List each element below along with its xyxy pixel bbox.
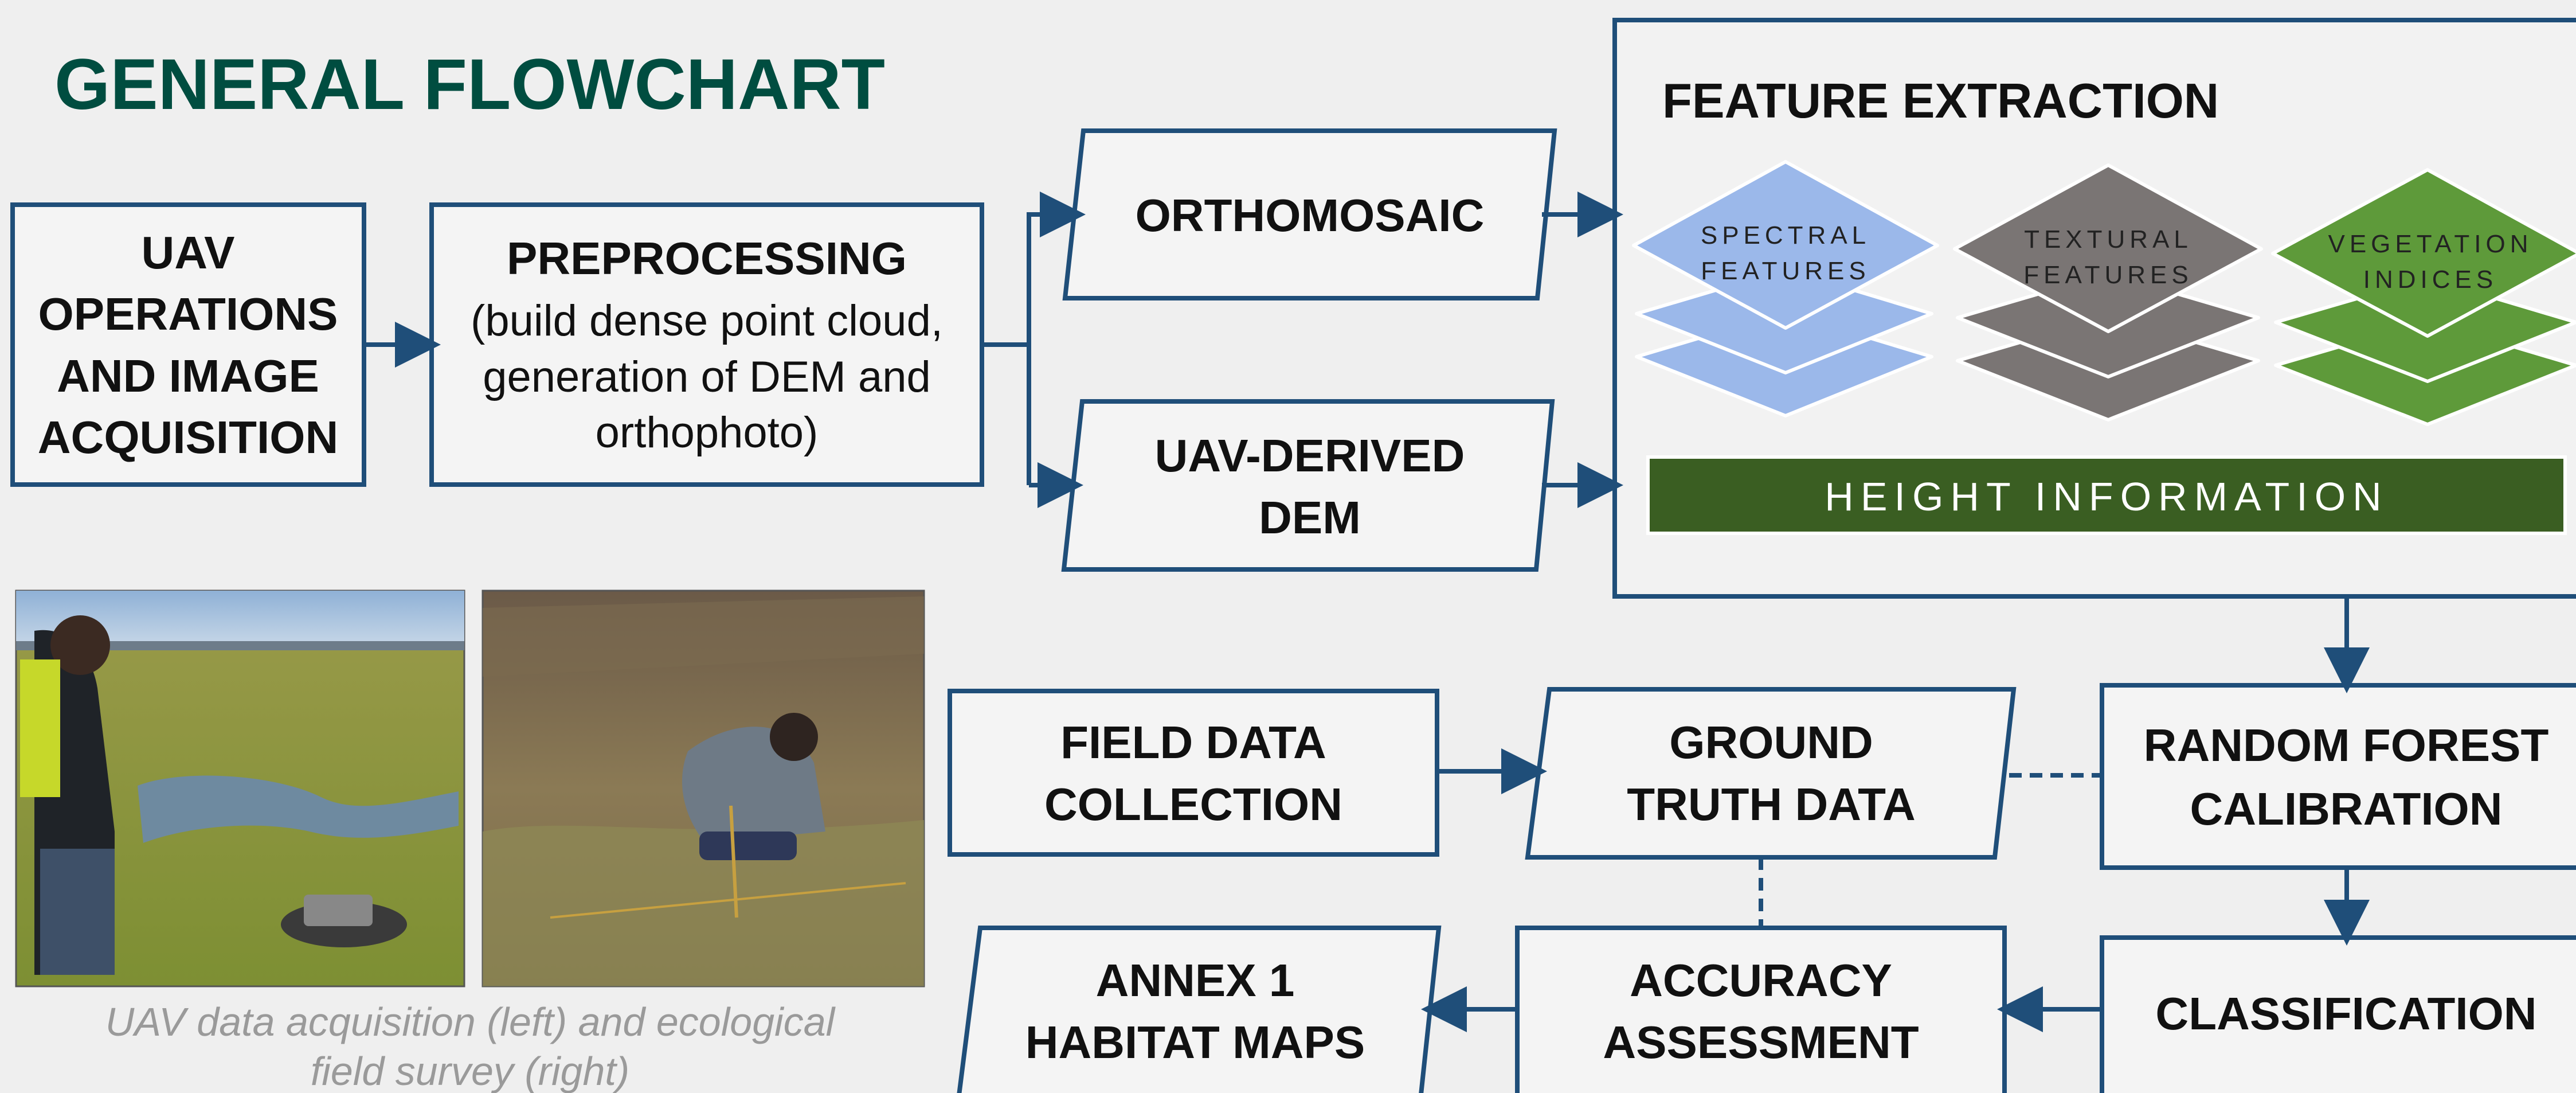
uav-operations-node: UAV OPERATIONS AND IMAGE ACQUISITION: [10, 202, 366, 487]
field-data-line-2: COLLECTION: [1044, 779, 1342, 830]
spectral-line-1: SPECTRAL: [1701, 221, 1870, 249]
annex-line-2: HABITAT MAPS: [1025, 1017, 1365, 1068]
preprocessing-line-3: orthophoto): [596, 408, 819, 457]
orthomosaic-node: ORTHOMOSAIC: [1062, 128, 1557, 300]
dem-line-2: DEM: [1259, 492, 1361, 543]
preprocessing-line-2: generation of DEM and: [483, 353, 931, 401]
ground-truth-node: GROUND TRUTH DATA: [1525, 687, 2017, 860]
uav-line-1: UAV: [142, 227, 235, 278]
dem-line-1: UAV-DERIVED: [1155, 430, 1465, 481]
accuracy-line-1: ACCURACY: [1630, 955, 1892, 1006]
vegetation-indices-stack: VEGETATION INDICES: [2271, 168, 2576, 426]
classification-node: CLASSIFICATION: [2100, 935, 2576, 1093]
page-title: GENERAL FLOWCHART: [54, 45, 885, 124]
random-forest-line-2: CALIBRATION: [2190, 783, 2502, 834]
field-data-line-1: FIELD DATA: [1060, 717, 1326, 768]
caption-line-1: UAV data acquisition (left) and ecologic…: [105, 1000, 836, 1044]
classification-label: CLASSIFICATION: [2155, 988, 2536, 1039]
height-information-label: HEIGHT INFORMATION: [1825, 474, 2388, 519]
ground-truth-line-1: GROUND: [1669, 717, 1873, 768]
caption-line-2: field survey (right): [311, 1049, 629, 1093]
spectral-line-2: FEATURES: [1701, 257, 1870, 285]
preprocessing-line-1: (build dense point cloud,: [471, 296, 943, 345]
vegetation-line-2: INDICES: [2363, 266, 2497, 294]
dem-node: UAV-DERIVED DEM: [1061, 399, 1555, 572]
feature-extraction-title: FEATURE EXTRACTION: [1662, 74, 2219, 128]
annex-line-1: ANNEX 1: [1096, 955, 1295, 1006]
random-forest-node: RANDOM FOREST CALIBRATION: [2100, 683, 2576, 870]
preprocessing-node: PREPROCESSING (build dense point cloud, …: [429, 202, 984, 487]
uav-acquisition-photo: [15, 590, 465, 987]
textural-features-stack: TEXTURAL FEATURES: [1953, 163, 2263, 421]
orthomosaic-label: ORTHOMOSAIC: [1136, 190, 1485, 241]
textural-line-2: FEATURES: [2023, 261, 2193, 289]
field-data-collection-node: FIELD DATA COLLECTION: [948, 689, 1439, 857]
textural-line-1: TEXTURAL: [2024, 225, 2193, 253]
accuracy-assessment-node: ACCURACY ASSESSMENT: [1515, 926, 2007, 1093]
uav-line-3: AND IMAGE: [57, 350, 319, 401]
spectral-features-stack: SPECTRAL FEATURES: [1632, 160, 1939, 417]
preprocessing-title: PREPROCESSING: [507, 233, 907, 284]
uav-line-4: ACQUISITION: [38, 412, 338, 463]
uav-line-2: OPERATIONS: [38, 288, 338, 339]
height-information-bar: HEIGHT INFORMATION: [1646, 455, 2567, 535]
connectors: [364, 192, 2370, 1032]
accuracy-line-2: ASSESSMENT: [1603, 1017, 1919, 1068]
ground-truth-line-2: TRUTH DATA: [1627, 779, 1916, 830]
vegetation-line-1: VEGETATION: [2328, 230, 2532, 258]
feature-extraction-node: FEATURE EXTRACTION SPECTRAL FEATURES TEX…: [1612, 18, 2576, 599]
annex-habitat-maps-node: ANNEX 1 HABITAT MAPS: [957, 926, 1442, 1093]
field-survey-photo: [481, 590, 925, 987]
random-forest-line-1: RANDOM FOREST: [2144, 720, 2549, 771]
